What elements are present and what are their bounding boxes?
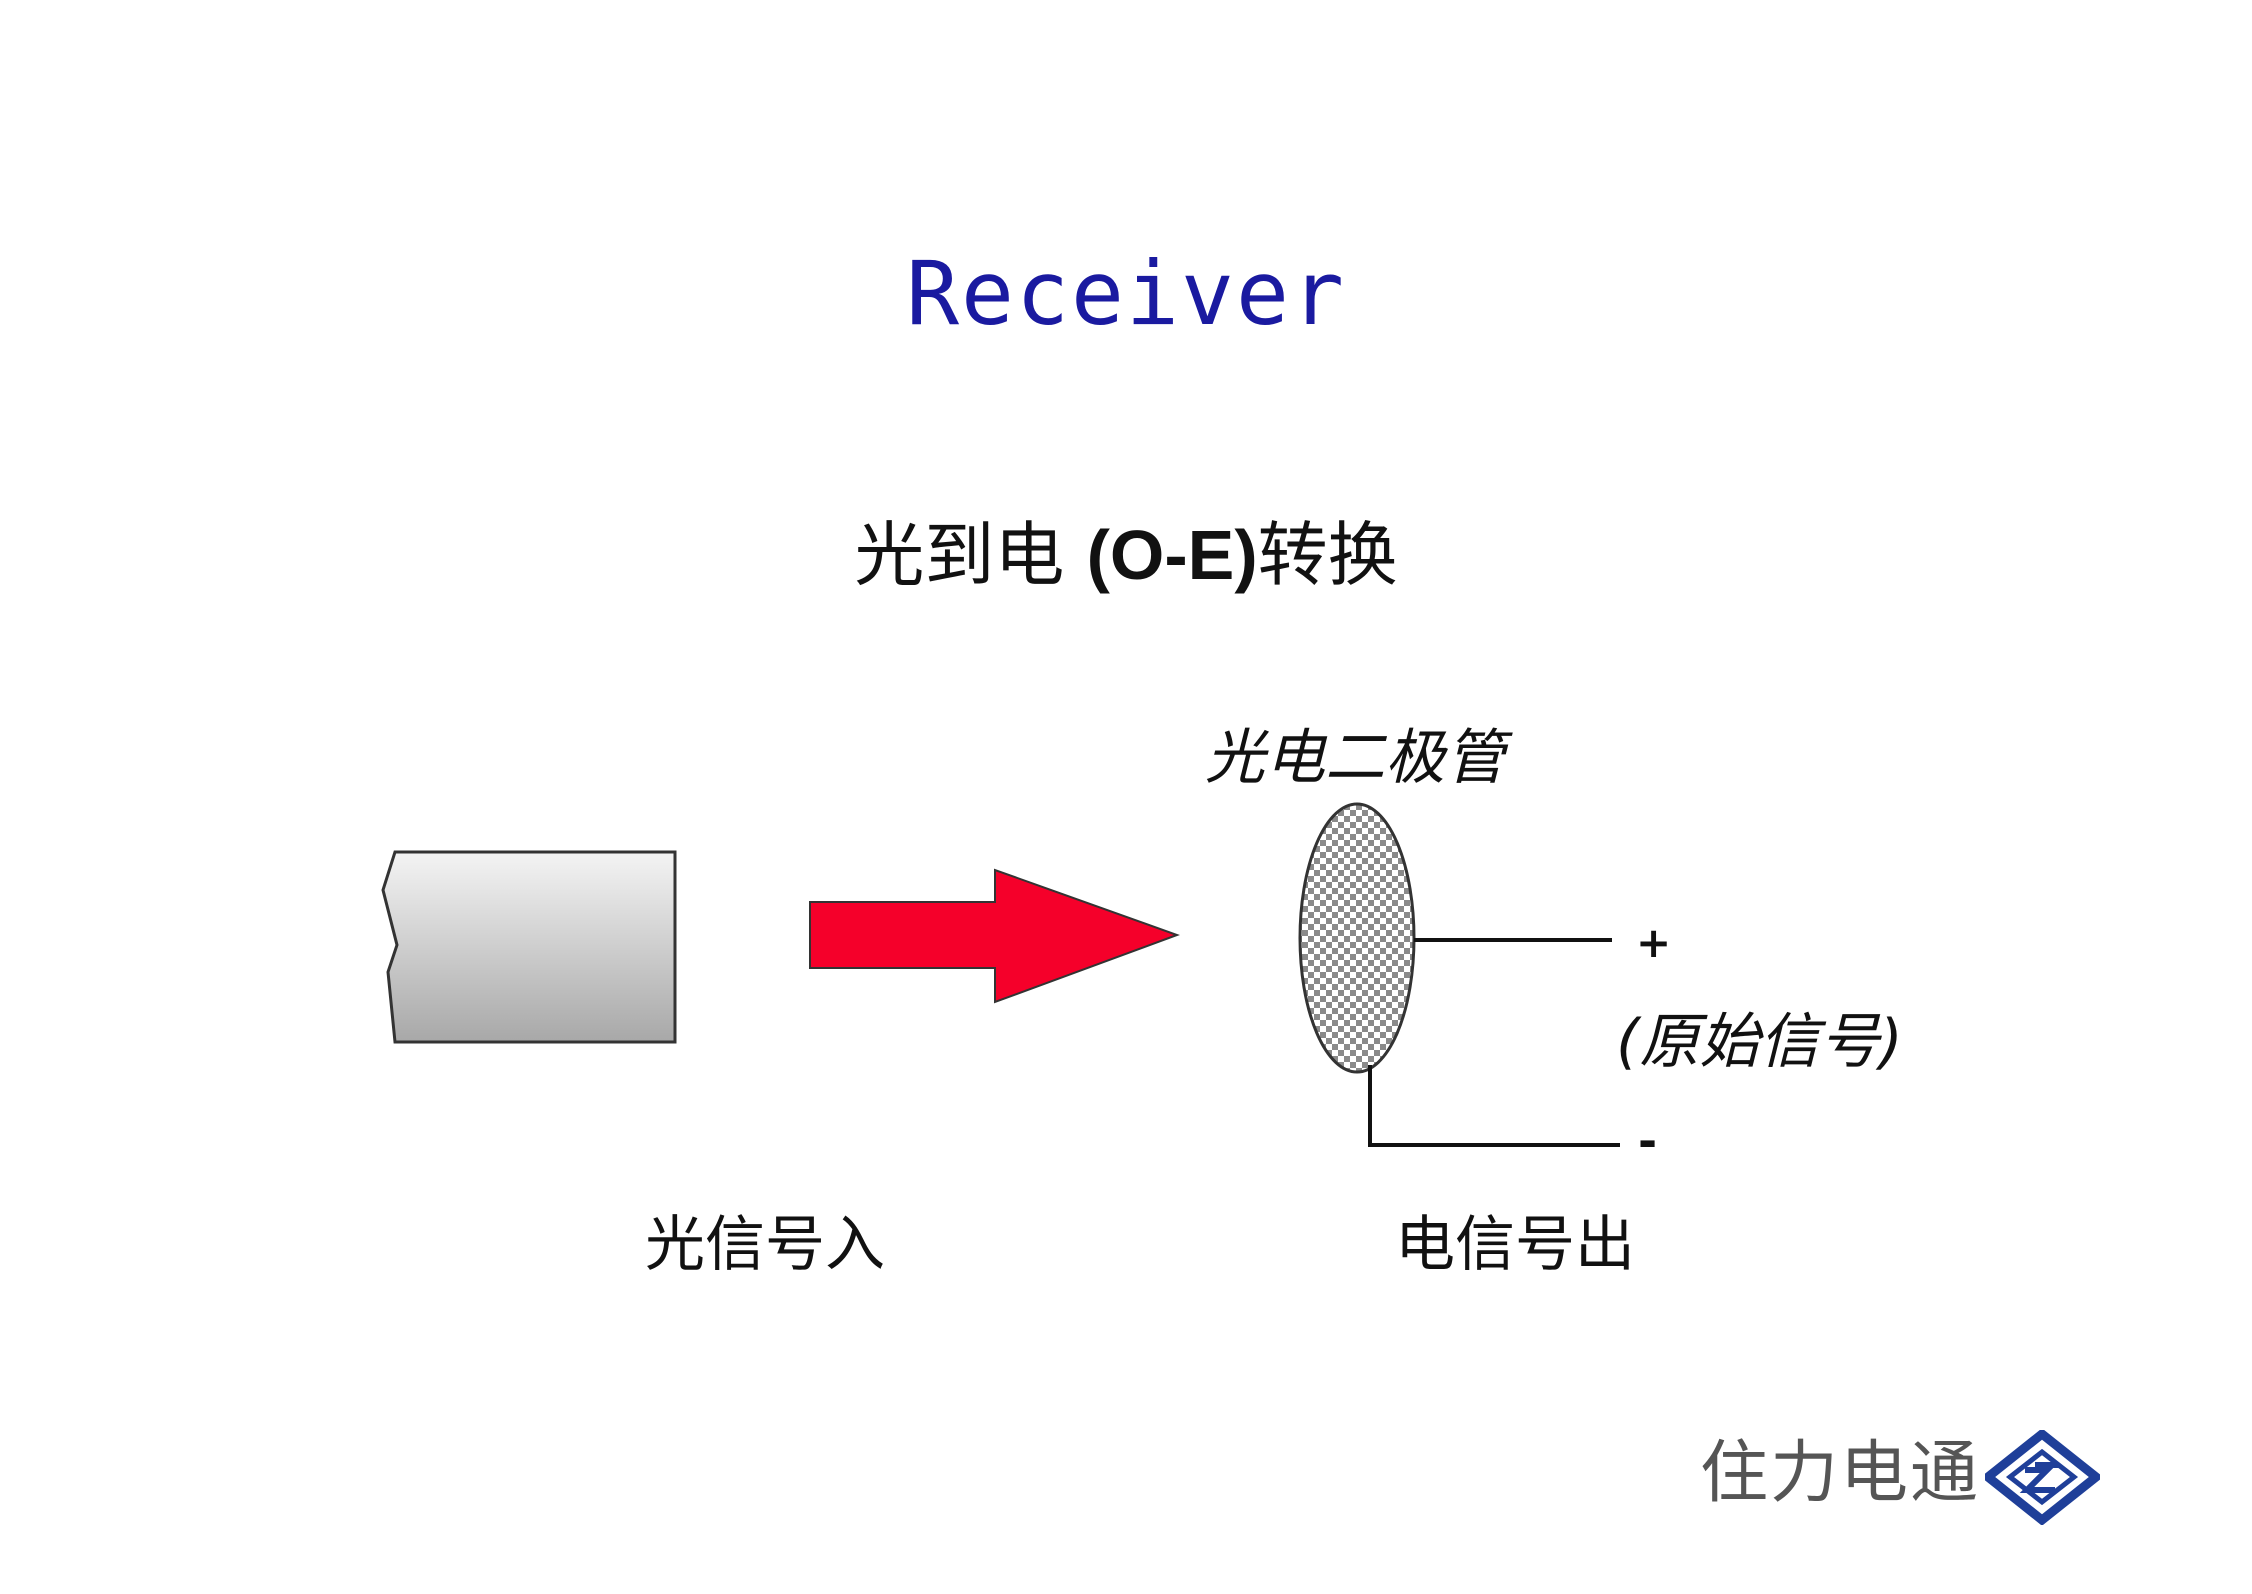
- subtitle-cn-part1: 光到电: [854, 514, 1087, 596]
- electric-out-label: 电信号出: [1395, 1210, 1635, 1280]
- light-in-label: 光信号入: [645, 1210, 885, 1280]
- original-signal-label: (原始信号): [1616, 1007, 1903, 1077]
- minus-terminal: -: [1638, 1114, 1658, 1168]
- plus-terminal: +: [1636, 918, 1672, 967]
- company-name: 住力电通: [1700, 1434, 1981, 1513]
- subtitle-code: (O-E): [1086, 516, 1258, 594]
- page-title: Receiver: [906, 242, 1346, 345]
- optical-fiber: [381, 850, 677, 1044]
- subtitle-cn-part2: 转换: [1257, 514, 1398, 596]
- negative-lead: [1368, 1065, 1620, 1147]
- photodiode-label: 光电二极管: [1205, 723, 1505, 793]
- photodiode-ellipse: [1298, 802, 1416, 1074]
- subtitle: 光到电 (O-E)转换: [0, 520, 2252, 590]
- light-arrow: [809, 868, 1180, 1004]
- company-logo-icon: [1985, 1430, 2100, 1525]
